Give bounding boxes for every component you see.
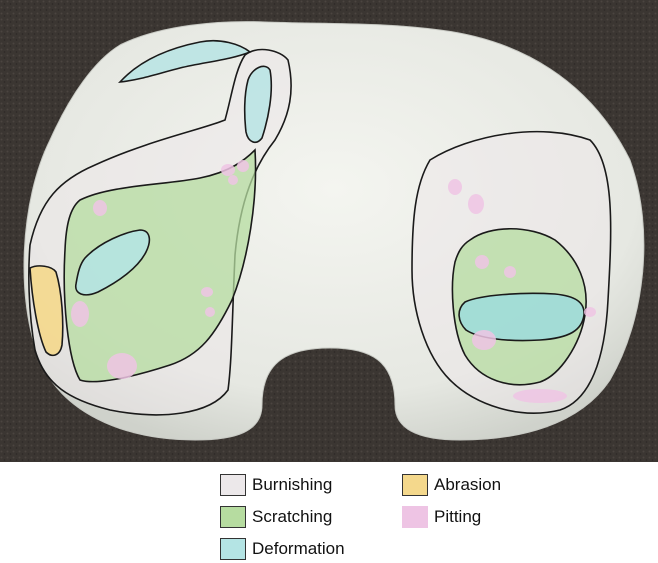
legend-item-burnishing: Burnishing bbox=[220, 472, 332, 498]
legend-item-scratching: Scratching bbox=[220, 504, 332, 530]
tibial-insert-photo bbox=[0, 0, 658, 462]
pitting-spot bbox=[237, 160, 249, 172]
burnishing-swatch bbox=[220, 474, 246, 496]
scratching-swatch bbox=[220, 506, 246, 528]
pitting-spot bbox=[475, 255, 489, 269]
legend-label: Abrasion bbox=[434, 475, 501, 495]
abrasion-swatch bbox=[402, 474, 428, 496]
legend-label: Scratching bbox=[252, 507, 332, 527]
pitting-spot bbox=[93, 200, 107, 216]
legend-item-pitting: Pitting bbox=[402, 504, 481, 530]
legend-label: Deformation bbox=[252, 539, 345, 559]
pitting-spot bbox=[221, 164, 235, 176]
legend-label: Burnishing bbox=[252, 475, 332, 495]
pitting-spot bbox=[71, 301, 89, 327]
deformation-swatch bbox=[220, 538, 246, 560]
pitting-spot bbox=[228, 175, 238, 185]
pitting-spot bbox=[472, 330, 496, 350]
pitting-spot bbox=[107, 353, 137, 379]
pitting-spot bbox=[448, 179, 462, 195]
pitting-spot bbox=[205, 307, 215, 317]
pitting-spot bbox=[201, 287, 213, 297]
legend: Burnishing Scratching Deformation Abrasi… bbox=[0, 462, 658, 563]
pitting-spot bbox=[513, 389, 567, 403]
pitting-spot bbox=[584, 307, 596, 317]
legend-item-deformation: Deformation bbox=[220, 536, 345, 562]
pitting-spot bbox=[468, 194, 484, 214]
pitting-swatch bbox=[402, 506, 428, 528]
pitting-spot bbox=[504, 266, 516, 278]
legend-item-abrasion: Abrasion bbox=[402, 472, 501, 498]
legend-label: Pitting bbox=[434, 507, 481, 527]
